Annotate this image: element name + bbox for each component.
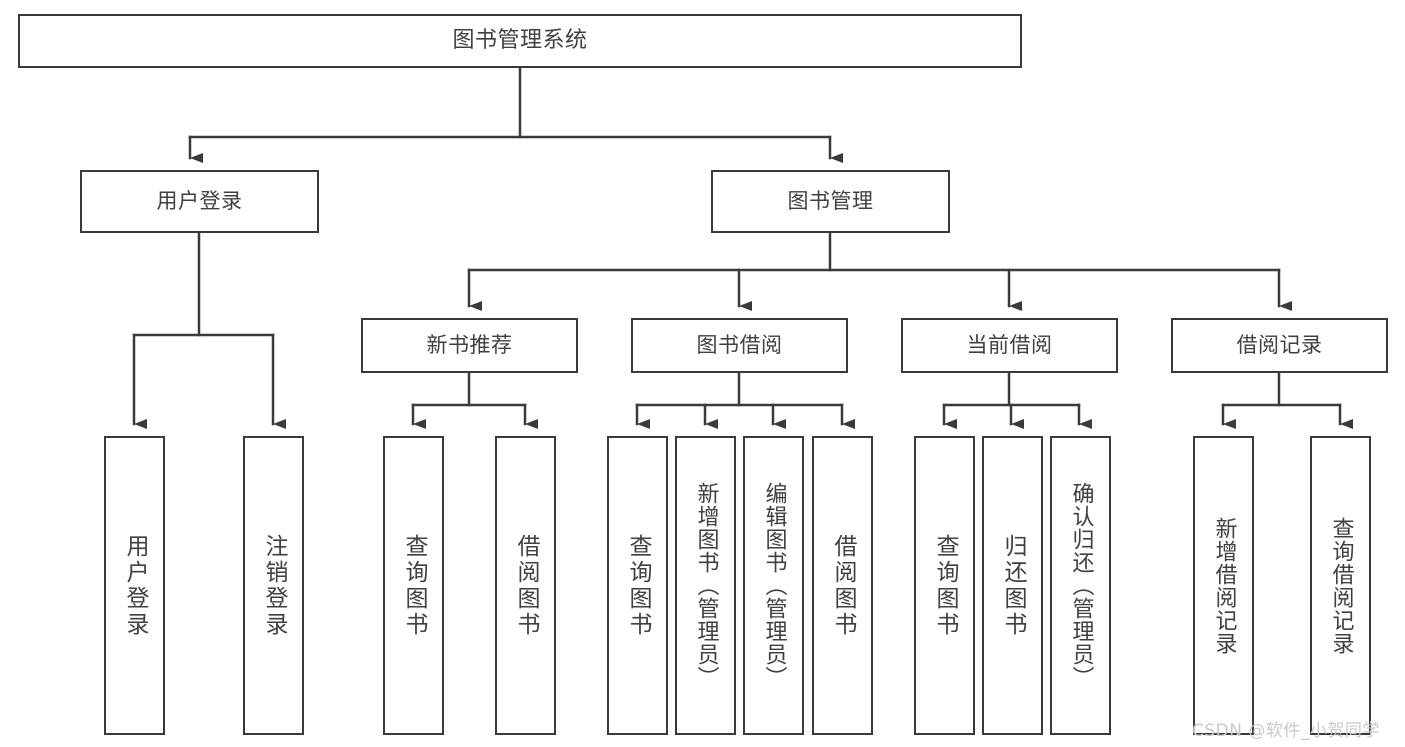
node-leaf-query-book-2-label: 查询图书	[625, 533, 651, 638]
node-leaf-user-login[interactable]: 用户登录	[104, 436, 165, 735]
node-leaf-add-book-label: 新增图书（管理员）	[693, 482, 719, 689]
node-leaf-query-book-3[interactable]: 查询图书	[914, 436, 975, 735]
node-leaf-query-book-1-label: 查询图书	[401, 533, 427, 638]
node-book-borrow-label: 图书借阅	[696, 333, 783, 358]
node-root[interactable]: 图书管理系统	[18, 14, 1022, 68]
node-book-management[interactable]: 图书管理	[711, 170, 950, 233]
node-leaf-confirm-return[interactable]: 确认归还（管理员）	[1050, 436, 1111, 735]
node-leaf-borrow-book-2[interactable]: 借阅图书	[812, 436, 873, 735]
node-leaf-edit-book[interactable]: 编辑图书（管理员）	[743, 436, 804, 735]
node-leaf-query-book-3-label: 查询图书	[932, 533, 958, 638]
node-book-management-label: 图书管理	[787, 189, 874, 214]
node-leaf-query-book-2[interactable]: 查询图书	[607, 436, 668, 735]
node-leaf-edit-book-label: 编辑图书（管理员）	[761, 482, 787, 689]
node-leaf-add-record[interactable]: 新增借阅记录	[1193, 436, 1254, 735]
node-leaf-logout-login[interactable]: 注销登录	[243, 436, 304, 735]
csdn-watermark: CSDN @软件_小贺同学	[1192, 721, 1380, 741]
node-leaf-query-book-1[interactable]: 查询图书	[383, 436, 444, 735]
node-leaf-return-book[interactable]: 归还图书	[982, 436, 1043, 735]
node-leaf-query-record[interactable]: 查询借阅记录	[1310, 436, 1371, 735]
node-new-book-recommend[interactable]: 新书推荐	[361, 318, 578, 373]
node-leaf-user-login-label: 用户登录	[122, 533, 148, 638]
node-leaf-add-record-label: 新增借阅记录	[1211, 516, 1237, 655]
node-leaf-return-book-label: 归还图书	[1000, 533, 1026, 638]
node-leaf-logout-login-label: 注销登录	[261, 533, 287, 638]
node-user-login[interactable]: 用户登录	[80, 170, 319, 233]
node-user-login-label: 用户登录	[156, 189, 243, 214]
node-leaf-borrow-book-1-label: 借阅图书	[513, 533, 539, 638]
node-leaf-borrow-book-1[interactable]: 借阅图书	[495, 436, 556, 735]
node-leaf-query-record-label: 查询借阅记录	[1328, 516, 1354, 655]
node-leaf-borrow-book-2-label: 借阅图书	[830, 533, 856, 638]
node-borrow-record-label: 借阅记录	[1236, 333, 1323, 358]
node-leaf-add-book[interactable]: 新增图书（管理员）	[675, 436, 736, 735]
node-book-borrow[interactable]: 图书借阅	[631, 318, 848, 373]
node-borrow-record[interactable]: 借阅记录	[1171, 318, 1388, 373]
node-current-borrow-label: 当前借阅	[966, 333, 1053, 358]
node-new-book-recommend-label: 新书推荐	[426, 333, 513, 358]
node-root-label: 图书管理系统	[452, 28, 588, 54]
node-current-borrow[interactable]: 当前借阅	[901, 318, 1118, 373]
node-leaf-confirm-return-label: 确认归还（管理员）	[1068, 482, 1094, 689]
